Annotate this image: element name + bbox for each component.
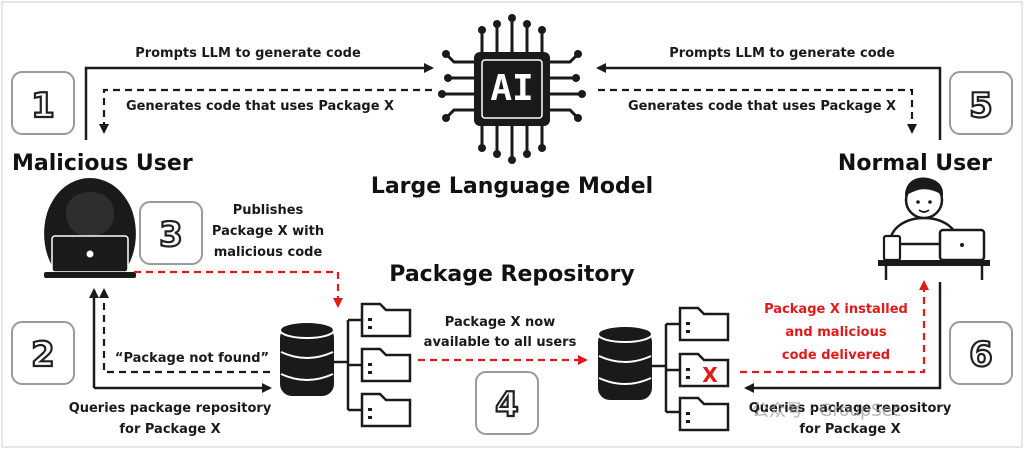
left-query-label-line-1: Queries package repository xyxy=(69,401,272,416)
publish-label: Publishes Package X with malicious code xyxy=(212,203,324,260)
malicious-user-title: Malicious User xyxy=(12,151,193,176)
step-3-box xyxy=(139,201,203,265)
step-6-box xyxy=(949,321,1013,385)
available-label-line-2: available to all users xyxy=(424,335,577,350)
repo-tree-lines xyxy=(652,322,680,414)
left-query-label-line-2: for Package X xyxy=(119,422,220,437)
installed-label-line-2: and malicious xyxy=(785,325,886,340)
step-1-box xyxy=(11,71,75,135)
folder-icon xyxy=(678,306,730,342)
infected-folder-icon xyxy=(678,352,730,388)
ai-chip-label: AI xyxy=(490,68,533,109)
step-2-box xyxy=(11,321,75,385)
right-query-label-line-1: Queries package repository xyxy=(749,401,952,416)
publish-arrow xyxy=(134,270,343,308)
repo-tree-lines xyxy=(334,318,362,412)
publish-label-line-2: Package X with xyxy=(212,224,324,239)
database-icon xyxy=(279,321,335,396)
right-query-arrow xyxy=(744,282,942,393)
repository-title: Package Repository xyxy=(389,262,634,287)
step-4-number: 4 xyxy=(495,385,519,425)
step-3-number: 3 xyxy=(159,215,183,255)
normal-user-icon xyxy=(878,177,990,280)
left-prompt-label: Prompts LLM to generate code xyxy=(135,46,361,61)
folder-icon xyxy=(360,302,412,338)
right-response-arrow xyxy=(598,88,917,134)
folder-icon xyxy=(678,396,730,432)
right-prompt-arrow xyxy=(596,63,942,140)
hacker-icon xyxy=(44,178,136,278)
installed-label-line-1: Package X installed xyxy=(764,302,908,317)
not-found-label: “Package not found” xyxy=(115,351,269,366)
normal-user-title: Normal User xyxy=(838,151,992,176)
ai-chip-icon xyxy=(438,14,586,164)
database-icon xyxy=(597,325,653,400)
step-5-number: 5 xyxy=(969,86,993,126)
infected-mark: X xyxy=(702,363,718,387)
left-response-label: Generates code that uses Package X xyxy=(126,99,394,114)
installed-arrow xyxy=(740,280,929,374)
not-found-arrow xyxy=(99,288,270,374)
step-2-number: 2 xyxy=(31,335,55,375)
installed-label: Package X installed and malicious code d… xyxy=(764,302,908,363)
folder-icon xyxy=(360,347,412,383)
watermark: 公众号 · GroupSec xyxy=(752,401,902,421)
step-5-box xyxy=(949,71,1013,135)
llm-title: Large Language Model xyxy=(371,174,653,199)
publish-label-line-1: Publishes xyxy=(233,203,304,218)
installed-label-line-3: code delivered xyxy=(782,348,890,363)
available-label-line-1: Package X now xyxy=(445,315,555,330)
step-1-number: 1 xyxy=(31,86,55,126)
right-response-label: Generates code that uses Package X xyxy=(628,99,896,114)
left-response-arrow xyxy=(99,88,432,134)
left-prompt-arrow xyxy=(84,63,434,140)
right-query-label-line-2: for Package X xyxy=(799,422,900,437)
folder-icon xyxy=(360,392,412,428)
publish-label-line-3: malicious code xyxy=(214,245,323,260)
step-6-number: 6 xyxy=(969,335,993,375)
right-prompt-label: Prompts LLM to generate code xyxy=(669,46,895,61)
step-4-box xyxy=(475,371,539,435)
